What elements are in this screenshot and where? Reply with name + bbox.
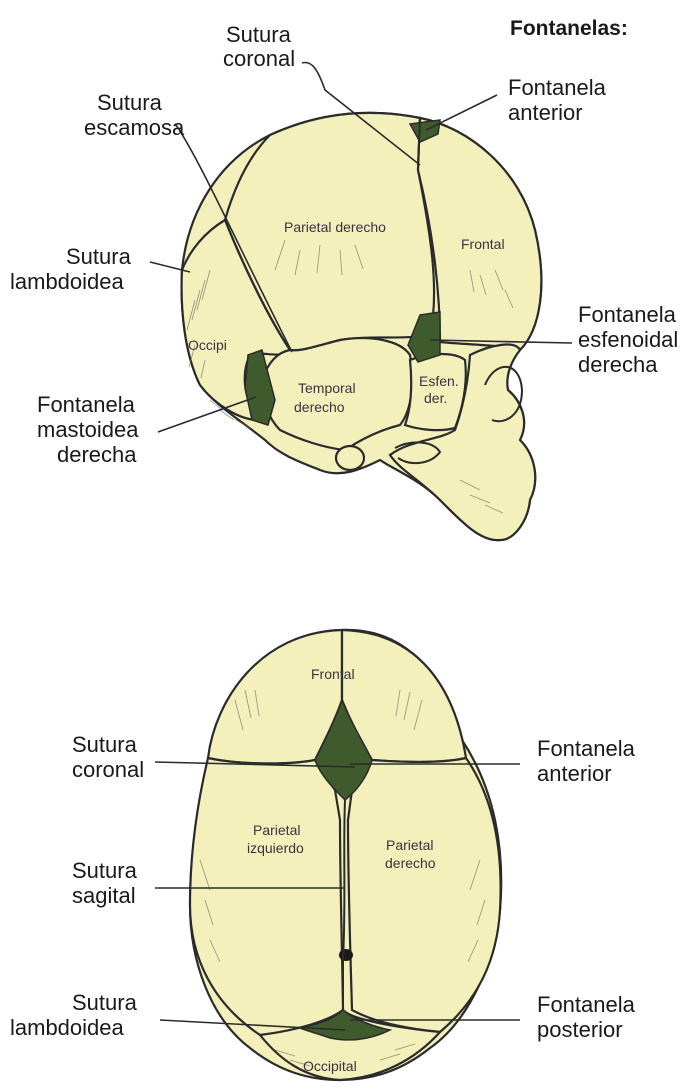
label-sutura-lambdoidea-2: lambdoidea bbox=[10, 269, 125, 294]
top-parietal-foramen bbox=[339, 949, 353, 961]
label-sutura-coronal-1: Sutura bbox=[226, 22, 292, 47]
label-fontanela-mastoidea-1: Fontanela bbox=[37, 392, 136, 417]
lateral-bone-label-occipital: Occipi bbox=[188, 337, 227, 353]
top-bone-label-parietal-izq-1: Parietal bbox=[253, 822, 300, 838]
label-sutura-coronal-2: coronal bbox=[223, 46, 295, 71]
leader-fontanela-anterior bbox=[426, 95, 497, 130]
lateral-bone-label-temporal-2: derecho bbox=[294, 399, 345, 415]
top-parietal-right bbox=[348, 758, 501, 1032]
label-fontanela-esfenoidal-1: Fontanela bbox=[578, 302, 677, 327]
heading-fontanelas: Fontanelas: bbox=[510, 17, 628, 40]
label-fontanela-anterior-2: anterior bbox=[508, 100, 583, 125]
top-skull: Frontal Parietal izquierdo Parietal dere… bbox=[190, 630, 501, 1080]
label-top-sutura-sagital-2: sagital bbox=[72, 883, 136, 908]
label-top-sutura-sagital-1: Sutura bbox=[72, 858, 138, 883]
lateral-bone-label-temporal-1: Temporal bbox=[298, 380, 356, 396]
lateral-ear-opening bbox=[336, 446, 364, 470]
label-top-sutura-coronal-2: coronal bbox=[72, 757, 144, 782]
label-top-fontanela-anterior-2: anterior bbox=[537, 761, 612, 786]
label-fontanela-esfenoidal-3: derecha bbox=[578, 352, 658, 377]
label-top-fontanela-posterior-2: posterior bbox=[537, 1017, 623, 1042]
label-sutura-escamosa-2: escamosa bbox=[84, 115, 185, 140]
label-top-fontanela-anterior-1: Fontanela bbox=[537, 736, 636, 761]
lateral-bone-label-parietal: Parietal derecho bbox=[284, 219, 386, 235]
lateral-bone-label-sphenoid-2: der. bbox=[424, 390, 447, 406]
top-bone-label-parietal-der-1: Parietal bbox=[386, 837, 433, 853]
label-fontanela-anterior-1: Fontanela bbox=[508, 75, 607, 100]
label-top-sutura-coronal-1: Sutura bbox=[72, 732, 138, 757]
label-top-fontanela-posterior-1: Fontanela bbox=[537, 992, 636, 1017]
label-top-sutura-lambdoidea-1: Sutura bbox=[72, 990, 138, 1015]
label-top-sutura-lambdoidea-2: lambdoidea bbox=[10, 1015, 125, 1040]
top-bone-label-parietal-der-2: derecho bbox=[385, 855, 436, 871]
top-frontal-left bbox=[208, 630, 342, 764]
label-fontanela-mastoidea-3: derecha bbox=[57, 442, 137, 467]
label-fontanela-esfenoidal-2: esfenoidal bbox=[578, 327, 678, 352]
top-bone-label-parietal-izq-2: izquierdo bbox=[247, 840, 304, 856]
lateral-bone-label-frontal: Frontal bbox=[461, 236, 505, 252]
top-bone-label-occipital: Occipital bbox=[303, 1058, 357, 1074]
lateral-bone-label-sphenoid-1: Esfen. bbox=[419, 373, 459, 389]
label-fontanela-mastoidea-2: mastoidea bbox=[37, 417, 139, 442]
label-sutura-escamosa-1: Sutura bbox=[97, 90, 163, 115]
top-bone-label-frontal: Frontal bbox=[311, 666, 355, 682]
lateral-skull: Parietal derecho Frontal Occipi Temporal… bbox=[182, 113, 542, 540]
label-sutura-lambdoidea-1: Sutura bbox=[66, 244, 132, 269]
